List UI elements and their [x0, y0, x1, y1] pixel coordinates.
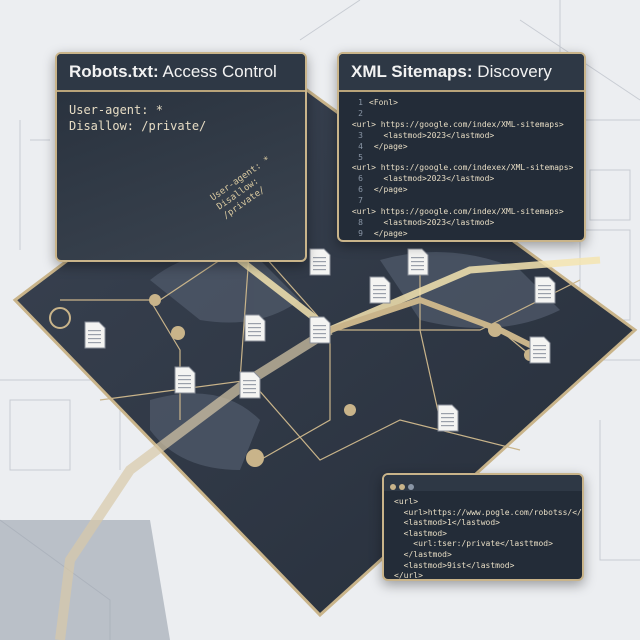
line-number: 3: [358, 130, 363, 140]
sitemap-code: 1 <Fonl> 2 <url> https://google.com/index/…: [339, 92, 584, 241]
line-text: <Fonl>: [369, 98, 398, 107]
code-line: 2 <url> https://google.com/index/XML-sit…: [347, 109, 576, 131]
code-line: <url>https://www.pogle.com/robotss/</ul>: [394, 507, 584, 517]
line-text: <url> https://google.com/indexex/XML-sit…: [347, 163, 574, 173]
gold-path: [55, 325, 333, 640]
code-line: 9 </page>: [347, 229, 576, 240]
line-number: 10: [347, 240, 363, 241]
code-line: 8 <lastmod>2023</lastmod>: [347, 218, 576, 229]
line-number: 4: [358, 141, 363, 151]
code-line: <url:tser:/private</lasttmod>: [394, 539, 553, 549]
line-text: <url> https://google.com/index/XML-sitem…: [347, 207, 564, 217]
line-number: 8: [358, 217, 363, 227]
line-text: </page>: [369, 141, 408, 151]
title-rest: Access Control: [158, 62, 277, 81]
code-line: <lastmod>: [394, 528, 447, 538]
line-number: 2: [358, 108, 363, 118]
document-icon: [407, 248, 429, 276]
code-line: </lastmod>: [394, 549, 452, 559]
document-icon: [309, 316, 331, 344]
code-line: 10 <url> https://google.com/index/XML-si…: [347, 240, 576, 241]
title-rest: Discovery: [472, 62, 552, 81]
code-line: <lastmod>1</lastwod>: [394, 518, 500, 528]
code-line: 3 <lastmod>2023</lastmod>: [347, 131, 576, 142]
window-dots-icon: [384, 475, 582, 491]
title-bold: XML Sitemaps:: [351, 62, 473, 81]
code-line: 5 <url> https://google.com/indexex/XML-s…: [347, 153, 576, 175]
line-number: 5: [358, 152, 363, 162]
line-text: </page>: [369, 228, 408, 238]
code-line: <lastmod>9ist</lastmod>: [394, 560, 515, 570]
robots-panel: Robots.txt: Access Control User-agent: *…: [55, 52, 307, 262]
document-icon: [174, 366, 196, 394]
document-icon: [529, 336, 551, 364]
code-line: 6 </page>: [347, 185, 576, 196]
document-icon: [244, 314, 266, 342]
line-number: 6: [358, 174, 363, 184]
robots-panel-title: Robots.txt: Access Control: [57, 54, 305, 92]
line-text: <lastmod>2023</lastmod>: [369, 217, 495, 227]
document-icon: [309, 248, 331, 276]
code-line: 4 </page>: [347, 142, 576, 153]
line-text: <lastmod>2023</lastmod>: [369, 130, 495, 140]
document-icon: [369, 276, 391, 304]
robots-line: User-agent: *: [69, 103, 163, 117]
bottom-code: <url> <url>https://www.pogle.com/robotss…: [384, 491, 584, 581]
line-text: </page>: [369, 185, 408, 195]
xml-code-window: <url> <url>https://www.pogle.com/robotss…: [382, 473, 584, 581]
document-icon: [84, 321, 106, 349]
line-text: <lastmod>2023</lastmod>: [369, 174, 495, 184]
line-number: 9: [358, 228, 363, 238]
code-line: 7 <url> https://google.com/index/XML-sit…: [347, 196, 576, 218]
line-number: 6: [358, 185, 363, 195]
code-line: </url>: [394, 571, 423, 581]
code-line: <url>: [394, 497, 419, 506]
line-number: 7: [358, 196, 363, 206]
code-line: 6 <lastmod>2023</lastmod>: [347, 174, 576, 185]
code-line: 1 <Fonl>: [347, 98, 576, 109]
line-text: <url> https://google.com/index/XML-sitem…: [347, 119, 564, 129]
line-number: 1: [358, 98, 363, 107]
sitemap-panel: XML Sitemaps: Discovery 1 <Fonl> 2 <url> h…: [337, 52, 586, 242]
document-icon: [437, 404, 459, 432]
robots-line: Disallow: /private/: [69, 119, 207, 133]
document-icon: [239, 371, 261, 399]
document-icon: [534, 276, 556, 304]
sitemap-panel-title: XML Sitemaps: Discovery: [339, 54, 584, 92]
title-bold: Robots.txt:: [69, 62, 159, 81]
